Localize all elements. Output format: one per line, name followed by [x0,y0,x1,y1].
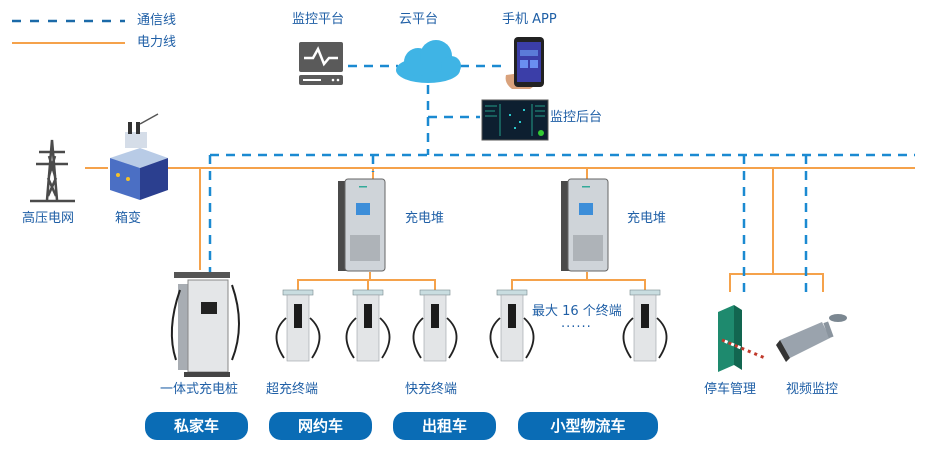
category-small-logistics: 小型物流车 [518,412,658,440]
charging-terminal-icon [275,289,321,362]
integrated-charging-pile-icon [170,272,240,377]
mobile-phone-icon [505,37,544,89]
mobile-app-label: 手机 APP [502,12,557,27]
ellipsis-label: ······ [561,320,592,335]
transmission-tower-icon [30,139,75,203]
power-lines [85,167,915,292]
comm-lines [208,64,915,292]
max-terminals-label: 最大 16 个终端 [532,304,622,319]
category-taxi: 出租车 [393,412,496,440]
transformer-box-icon [110,113,168,200]
fast-terminal-label: 快充终端 [405,382,458,397]
cloud-icon [396,40,461,83]
charging-terminal-icon [412,289,458,362]
monitor-platform-label: 监控平台 [292,12,345,27]
category-ride-hailing: 网约车 [269,412,372,440]
legend-comm-label: 通信线 [137,13,177,28]
grid-label: 高压电网 [22,211,75,226]
charging-stack-1-label: 充电堆 [405,211,445,226]
monitor-backend-label: 监控后台 [550,110,603,125]
charging-terminal-icon [345,289,391,362]
cctv-camera-icon [776,314,847,362]
parking-barrier-icon [718,305,766,372]
parking-label: 停车管理 [704,382,757,397]
integrated-pile-label: 一体式充电桩 [160,382,239,397]
charging-stack-2-label: 充电堆 [627,211,667,226]
legend-power-label: 电力线 [137,35,177,50]
category-private-car: 私家车 [145,412,248,440]
charging-terminal-icon [622,289,668,362]
charging-stack-2-icon [561,178,609,272]
transformer-label: 箱变 [115,211,142,226]
charging-stack-1-icon [338,178,386,272]
video-label: 视频监控 [786,382,839,397]
monitor-platform-icon [299,42,343,85]
charging-terminal-icon [489,289,535,362]
monitor-backend-screen-icon [481,99,549,141]
charging-terminals [275,289,668,362]
super-terminal-label: 超充终端 [266,382,319,397]
cloud-platform-label: 云平台 [399,12,439,27]
